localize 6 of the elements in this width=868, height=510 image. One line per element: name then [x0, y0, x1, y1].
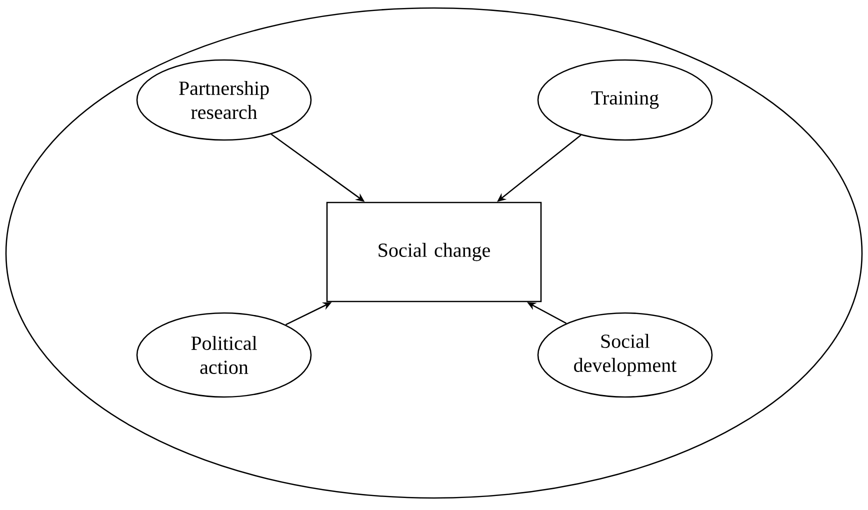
- oval-node: Training: [537, 59, 713, 141]
- oval-node: Political action: [136, 312, 312, 398]
- oval-node: Partnership research: [136, 59, 312, 141]
- ellipse-shape: [5, 7, 863, 499]
- oval-node: Social development: [537, 312, 713, 398]
- process-box: Social change: [326, 202, 542, 302]
